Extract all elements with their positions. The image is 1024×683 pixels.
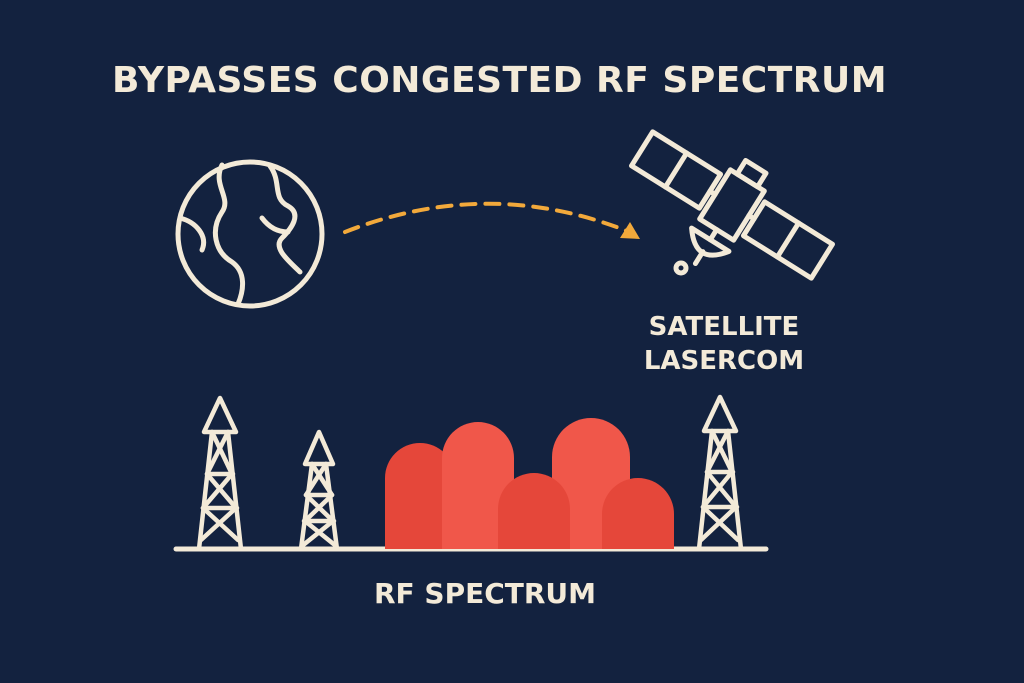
satellite-icon xyxy=(629,129,835,281)
radio-tower-icon xyxy=(196,395,244,552)
satellite-label-line2: LASERCOM xyxy=(643,346,805,376)
transmission-arrow xyxy=(343,201,640,239)
rf-spectrum-label: RF SPECTRUM xyxy=(373,577,597,610)
satellite-label-line1: SATELLITE xyxy=(648,312,800,342)
radio-tower-icon xyxy=(298,429,340,552)
diagram-title: BYPASSES CONGESTED RF SPECTRUM xyxy=(112,60,888,101)
rf-spectrum-blocks xyxy=(385,418,674,549)
satellite-lasercom-label: SATELLITE LASERCOM xyxy=(624,310,824,378)
globe-icon xyxy=(175,159,325,309)
radio-tower-icon xyxy=(696,394,744,552)
